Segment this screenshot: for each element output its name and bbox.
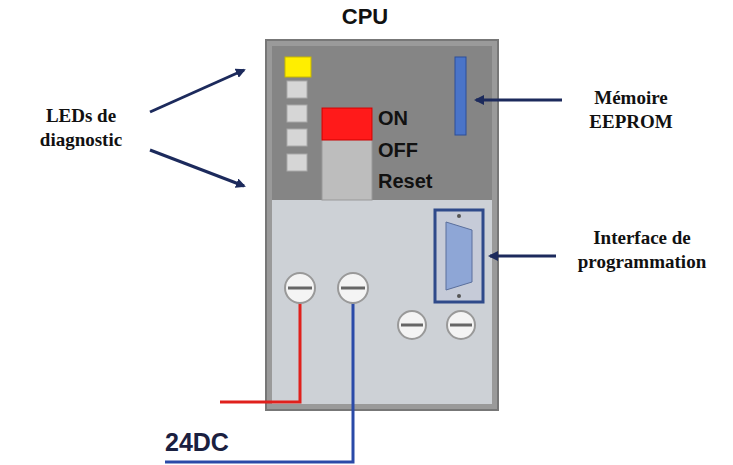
eeprom-slot xyxy=(455,57,466,135)
upper-panel xyxy=(272,46,492,200)
supply-label: 24DC xyxy=(165,428,229,457)
lower-panel xyxy=(272,200,492,404)
led xyxy=(287,154,307,171)
callout-label: Interface de programmation xyxy=(558,226,726,274)
switch-label: Reset xyxy=(378,170,432,193)
led-yellow xyxy=(285,57,311,77)
terminal-screw xyxy=(285,273,475,339)
led xyxy=(287,81,307,98)
switch-label: OFF xyxy=(378,139,418,162)
wire-negative xyxy=(165,300,353,462)
programming-port xyxy=(435,210,483,302)
sub-d-connector xyxy=(446,222,472,290)
module-title: CPU xyxy=(320,4,410,30)
led xyxy=(287,129,307,146)
mode-switch xyxy=(322,108,372,200)
switch-label: ON xyxy=(378,107,408,130)
switch-lever xyxy=(322,108,372,140)
led xyxy=(287,105,307,122)
callout-label: LEDs de diagnostic xyxy=(14,104,148,152)
callout-label: Mémoire EEPROM xyxy=(566,86,696,134)
leader-arrow xyxy=(150,70,562,256)
wire-positive xyxy=(220,300,300,402)
